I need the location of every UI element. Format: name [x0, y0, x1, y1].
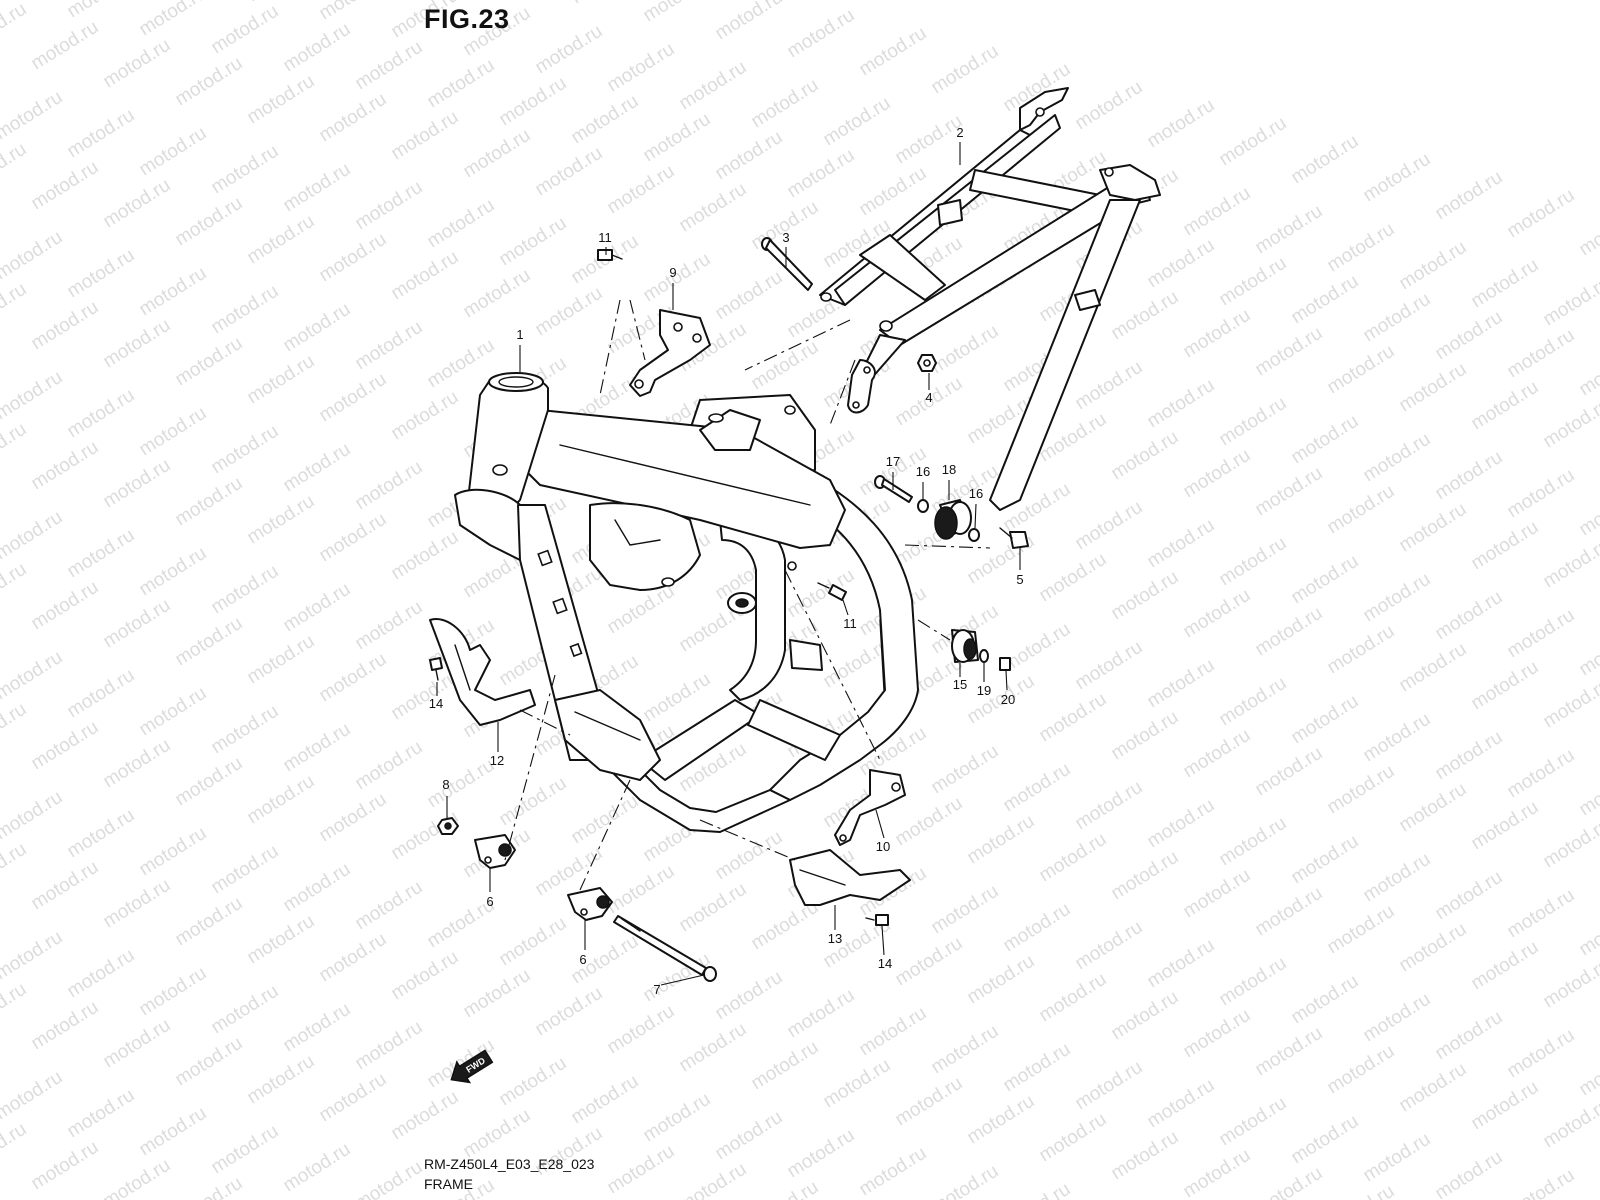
bolt-14-right [865, 914, 889, 926]
callout-10[interactable]: 10 [876, 839, 890, 854]
callout-3[interactable]: 3 [782, 230, 789, 245]
main-frame [454, 372, 919, 833]
engine-bracket-lower [834, 769, 906, 846]
callout-18[interactable]: 18 [942, 462, 956, 477]
bolt-17 [874, 475, 913, 503]
leader-lines [436, 142, 1021, 986]
callout-15[interactable]: 15 [953, 677, 967, 692]
engine-bracket-upper [629, 309, 711, 397]
mount-6-upper [474, 834, 516, 869]
diagram-code: RM-Z450L4_E03_E28_023 [424, 1156, 595, 1172]
callout-5[interactable]: 5 [1016, 572, 1023, 587]
callout-4[interactable]: 4 [925, 390, 932, 405]
assembly-centerlines [504, 299, 991, 891]
callout-1[interactable]: 1 [516, 327, 523, 342]
bolt-14-left [429, 657, 443, 681]
callout-6a[interactable]: 6 [486, 894, 493, 909]
mount-6-lower [567, 887, 613, 921]
part-callouts: 1 2 3 4 5 6 6 7 8 9 10 11 11 12 13 14 14… [429, 125, 1024, 997]
washer-16-right [968, 528, 980, 542]
callout-19[interactable]: 19 [977, 683, 991, 698]
bolt-5 [999, 527, 1029, 549]
callout-11a[interactable]: 11 [598, 230, 612, 245]
damper-18 [934, 499, 972, 540]
bolt-11-lower [817, 582, 847, 601]
washer-16-left [917, 499, 929, 513]
bolt-3 [761, 237, 813, 291]
nut-20 [999, 657, 1011, 671]
washer-19 [979, 649, 989, 663]
diagram-name: FRAME [424, 1176, 473, 1192]
nut-4 [917, 354, 937, 372]
spacer-15 [951, 629, 979, 663]
figure-title: FIG.23 [424, 4, 510, 34]
callout-12[interactable]: 12 [490, 753, 504, 768]
callout-17[interactable]: 17 [886, 454, 900, 469]
callout-14a[interactable]: 14 [429, 696, 443, 711]
callout-20[interactable]: 20 [1001, 692, 1015, 707]
callout-11b[interactable]: 11 [843, 616, 857, 631]
callout-6b[interactable]: 6 [579, 952, 586, 967]
callout-9[interactable]: 9 [669, 265, 676, 280]
frame-guard-13 [789, 849, 911, 906]
nut-8 [437, 817, 459, 835]
bolt-7 [613, 915, 717, 982]
callout-2[interactable]: 2 [956, 125, 963, 140]
callout-14b[interactable]: 14 [878, 956, 892, 971]
callout-16b[interactable]: 16 [969, 486, 983, 501]
bolt-11-upper [597, 249, 623, 261]
callout-16a[interactable]: 16 [916, 464, 930, 479]
callout-8[interactable]: 8 [442, 777, 449, 792]
seat-rail [819, 87, 1161, 511]
callout-13[interactable]: 13 [828, 931, 842, 946]
forward-arrow-icon: FWD [450, 1049, 494, 1084]
callout-7[interactable]: 7 [653, 982, 660, 997]
frame-guard-12 [429, 618, 536, 726]
